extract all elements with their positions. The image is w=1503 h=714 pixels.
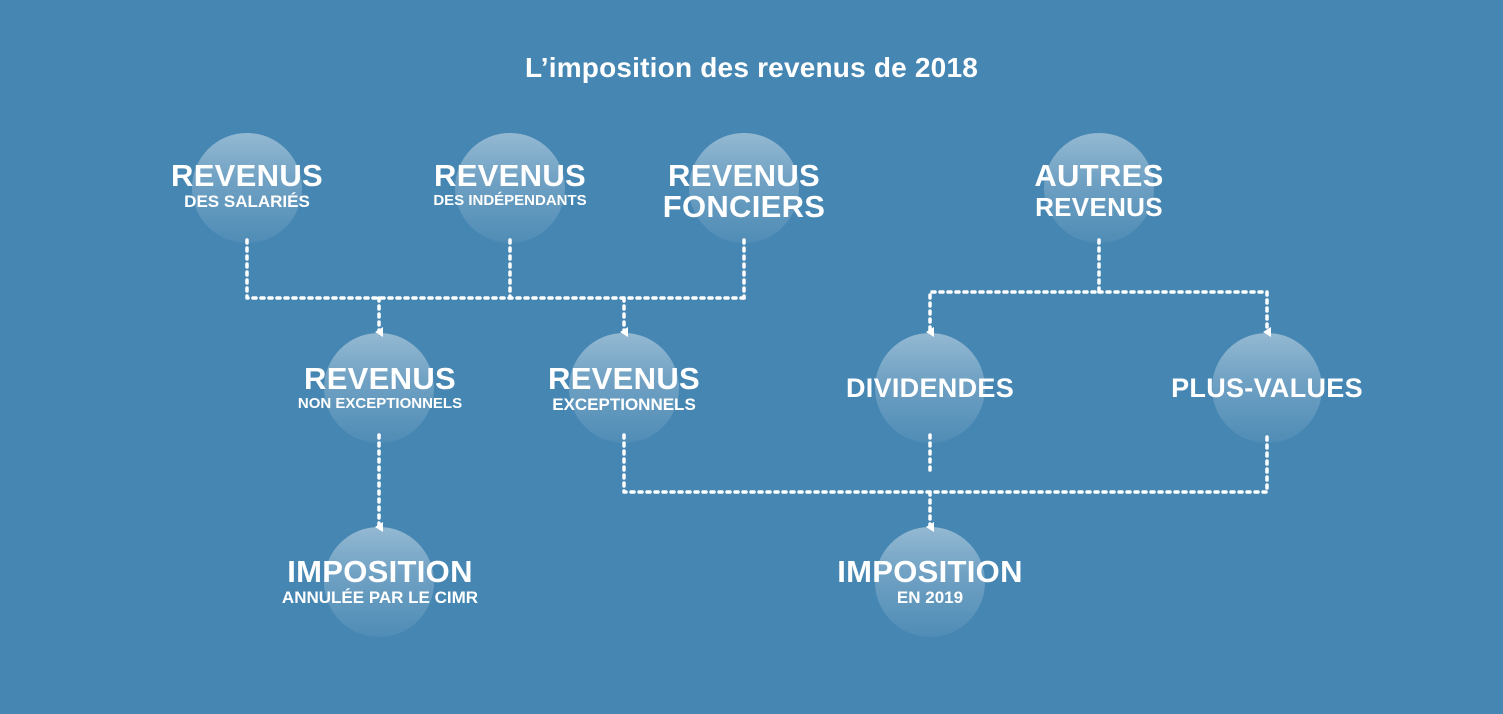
- node-title: IMPOSITION: [837, 554, 1023, 589]
- circle-autres: [1044, 133, 1154, 243]
- node-subtitle: DES SALARIÉS: [184, 192, 310, 211]
- circle-non-exceptionnels: [324, 333, 434, 443]
- circle-dividendes: [875, 333, 985, 443]
- node-title: IMPOSITION: [287, 554, 473, 589]
- node-revenus-independants: REVENUS DES INDÉPENDANTS: [360, 160, 660, 208]
- node-title: AUTRES: [1034, 158, 1164, 193]
- circle-fonciers: [689, 133, 799, 243]
- node-title: REVENUS: [548, 361, 700, 396]
- node-imposition-cimr: IMPOSITION ANNULÉE PAR LE CIMR: [230, 556, 530, 606]
- circle-imposition-cimr: [324, 527, 434, 637]
- node-autres-revenus: AUTRES REVENUS: [949, 160, 1249, 220]
- node-title: REVENUS: [668, 158, 820, 193]
- node-title: REVENUS: [434, 158, 586, 193]
- node-revenus-fonciers: REVENUS FONCIERS: [594, 160, 894, 222]
- connector-autres: [926, 238, 1101, 337]
- node-subtitle: ANNULÉE PAR LE CIMR: [281, 588, 479, 607]
- node-title: PLUS-VALUES: [1171, 373, 1363, 403]
- connector-exceptionnels-bottom: [622, 433, 1269, 494]
- node-plus-values: PLUS-VALUES: [1117, 375, 1417, 402]
- node-dividendes: DIVIDENDES: [780, 375, 1080, 402]
- node-subtitle: EN 2019: [896, 588, 964, 607]
- connector-salaries: [245, 238, 746, 300]
- circle-independants: [455, 133, 565, 243]
- diagram-title: L’imposition des revenus de 2018: [524, 52, 978, 83]
- node-subtitle: NON EXCEPTIONNELS: [297, 395, 463, 412]
- node-subtitle: DES INDÉPENDANTS: [433, 192, 587, 209]
- node-revenus-non-exceptionnels: REVENUS NON EXCEPTIONNELS: [230, 363, 530, 411]
- node-title: REVENUS: [304, 361, 456, 396]
- circle-exceptionnels: [569, 333, 679, 443]
- node-title-2: REVENUS: [1035, 192, 1163, 222]
- circle-salaries: [192, 133, 302, 243]
- node-title: REVENUS: [171, 158, 323, 193]
- node-subtitle: EXCEPTIONNELS: [552, 395, 696, 414]
- connector-autres-right: [1097, 290, 1271, 337]
- node-revenus-exceptionnels: REVENUS EXCEPTIONNELS: [474, 363, 774, 413]
- circle-plus-values: [1212, 333, 1322, 443]
- node-title-2: FONCIERS: [662, 189, 826, 224]
- node-revenus-salaries: REVENUS DES SALARIÉS: [97, 160, 397, 210]
- node-imposition-2019: IMPOSITION EN 2019: [780, 556, 1080, 606]
- circle-imposition-2019: [875, 527, 985, 637]
- node-title: DIVIDENDES: [845, 373, 1015, 403]
